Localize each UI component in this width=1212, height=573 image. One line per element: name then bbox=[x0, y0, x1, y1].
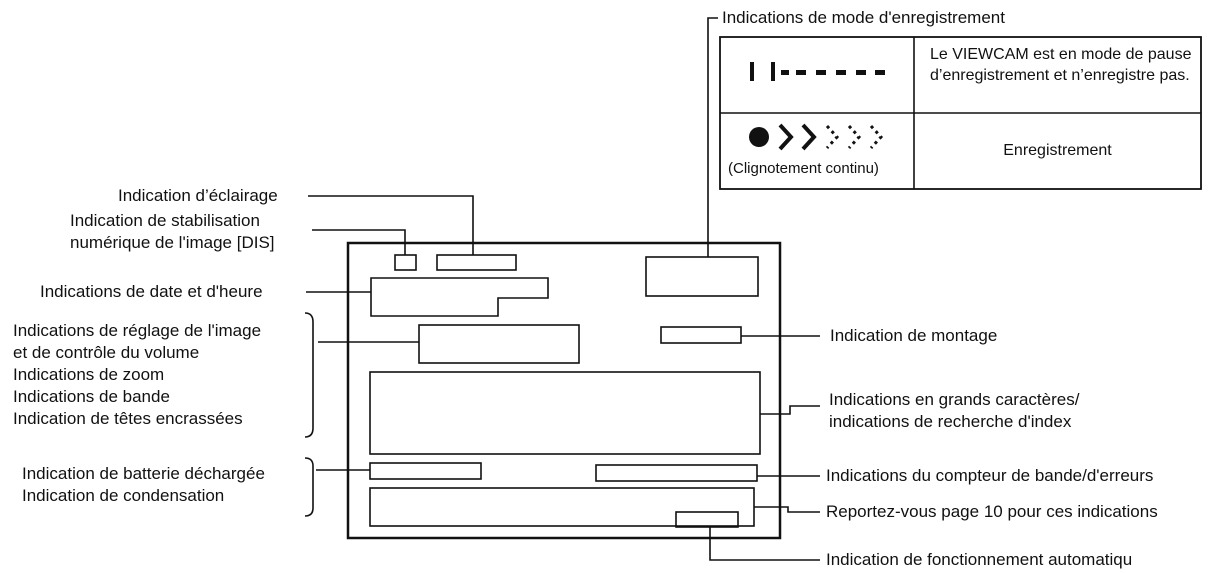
grands-line-1: Indications en grands caractères/ bbox=[829, 390, 1080, 409]
batterie-line-2: Indication de condensation bbox=[22, 486, 225, 505]
reglage-line-4: Indications de bande bbox=[13, 387, 170, 406]
record-note: (Clignotement continu) bbox=[728, 160, 879, 177]
compteur-label: Indications du compteur de bande/d'erreu… bbox=[826, 466, 1154, 485]
batterie-box bbox=[369, 462, 482, 480]
reglage-box bbox=[418, 324, 580, 364]
auto-label: Indication de fonctionnement automatiqu bbox=[826, 550, 1133, 569]
compteur-box bbox=[595, 464, 758, 482]
eclairage-box bbox=[436, 254, 517, 271]
leader-auto bbox=[709, 527, 820, 561]
reportez-label: Reportez-vous page 10 pour ces indicatio… bbox=[826, 502, 1158, 521]
brace-reglage bbox=[304, 312, 314, 438]
leader-mode bbox=[707, 17, 718, 257]
date-heure-label: Indications de date et d'heure bbox=[40, 282, 263, 301]
brace-batterie bbox=[304, 457, 314, 517]
grands-caracteres-label: Indications en grands caractères/ indica… bbox=[829, 389, 1079, 433]
montage-label: Indication de montage bbox=[830, 326, 998, 345]
eclairage-label: Indication d’éclairage bbox=[118, 186, 278, 205]
dis-label: Indication de stabilisation numérique de… bbox=[70, 210, 275, 254]
pause-symbol bbox=[750, 62, 885, 81]
batterie-line-1: Indication de batterie déchargée bbox=[22, 464, 265, 483]
batterie-group-label: Indication de batterie déchargée Indicat… bbox=[22, 463, 265, 507]
auto-box bbox=[675, 511, 739, 528]
leader-dis bbox=[312, 229, 406, 255]
screen-frame bbox=[346, 241, 782, 540]
mode-title-label: Indications de mode d'enregistrement bbox=[722, 8, 1005, 27]
date-heure-box bbox=[370, 277, 549, 317]
reglage-group-label: Indications de réglage de l'image et de … bbox=[13, 320, 261, 430]
dis-line-1: Indication de stabilisation bbox=[70, 211, 260, 230]
record-description: Enregistrement bbox=[1003, 142, 1112, 159]
reglage-line-1: Indications de réglage de l'image bbox=[13, 321, 262, 340]
mode-box bbox=[645, 256, 759, 297]
dis-line-2: numérique de l'image [DIS] bbox=[70, 233, 275, 252]
reglage-line-5: Indication de têtes encrassées bbox=[13, 409, 243, 428]
montage-box bbox=[660, 326, 742, 344]
grands-line-2: indications de recherche d'index bbox=[829, 412, 1072, 431]
pause-description: Le VIEWCAM est en mode de pause d’enregi… bbox=[930, 46, 1192, 84]
leader-reportez bbox=[754, 506, 820, 513]
leader-eclairage bbox=[308, 195, 474, 255]
reglage-line-2: et de contrôle du volume bbox=[13, 343, 200, 362]
grands-caracteres-box bbox=[369, 371, 761, 455]
reportez-box bbox=[369, 487, 755, 527]
reglage-line-3: Indications de zoom bbox=[13, 365, 165, 384]
dis-box bbox=[394, 254, 417, 271]
leader-grands bbox=[760, 405, 820, 415]
record-symbol bbox=[749, 123, 884, 151]
